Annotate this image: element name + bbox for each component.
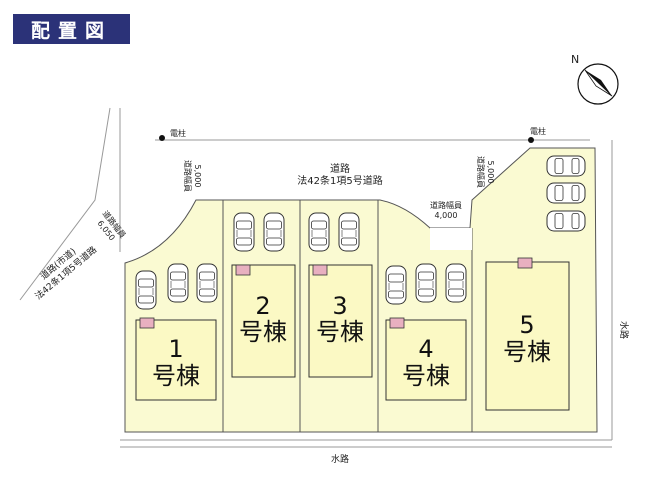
building-5: 5 号棟: [485, 257, 570, 411]
waterway-bottom-label: 水路: [331, 453, 349, 465]
road-width-left-value: 5,000: [193, 165, 202, 188]
building-1-number: 1: [168, 335, 183, 363]
building-2-label: 号棟: [239, 318, 287, 346]
building-3-label: 号棟: [316, 318, 364, 346]
page-title: 配置図: [13, 14, 130, 44]
road-width-mid-label: 道路幅員: [430, 200, 462, 210]
building-2-number: 2: [255, 292, 270, 320]
road-width-left-label: 道路幅員: [183, 160, 193, 192]
road-width-mid-value: 4,000: [435, 211, 458, 220]
north-arrow-icon: N: [571, 53, 619, 105]
utility-pole-right-label: 電柱: [530, 126, 546, 136]
building-1-label: 号棟: [152, 362, 200, 390]
utility-pole-right: 電柱: [528, 126, 546, 143]
road-main-label: 道路: [330, 162, 350, 175]
road-width-right-value: 5,000: [486, 161, 495, 184]
building-5-label: 号棟: [503, 338, 551, 366]
building-3: 3 号棟: [308, 264, 373, 378]
road-outlines: [19, 107, 613, 448]
building-4: 4 号棟: [385, 317, 467, 401]
utility-pole-left: 電柱: [159, 128, 186, 141]
utility-pole-left-label: 電柱: [170, 128, 186, 138]
building-2: 2 号棟: [231, 264, 296, 378]
road-width-right-label: 道路幅員: [476, 156, 486, 188]
building-1: 1 号棟: [135, 317, 217, 401]
building-3-number: 3: [332, 292, 347, 320]
building-5-number: 5: [519, 311, 534, 339]
compass-north-label: N: [571, 53, 579, 66]
building-4-number: 4: [418, 335, 433, 363]
road-main-classification: 法42条1項5号道路: [297, 174, 382, 187]
building-4-label: 号棟: [402, 362, 450, 390]
waterway-right-label: 水路: [618, 321, 630, 339]
